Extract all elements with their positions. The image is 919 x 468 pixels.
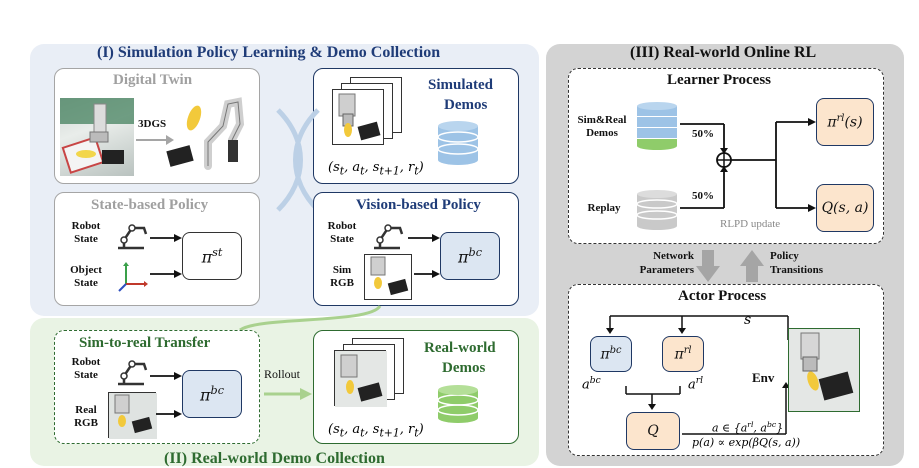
s2r-real-rgb-drawing: [109, 393, 157, 439]
section3-title: (III) Real-world Online RL: [630, 44, 817, 61]
s2r-real-rgb-2: RGB: [74, 417, 98, 429]
s2r-pi-bc-box: πbc: [182, 370, 242, 418]
policy-transitions-arrow: [740, 250, 764, 282]
sim-demo-frame-front: [332, 89, 384, 145]
cross-arrows: [276, 108, 320, 212]
sim-to-real-title: Sim-to-real Transfer: [79, 335, 211, 351]
network-parameters-label-1: Network: [653, 250, 694, 262]
vbp-pi-bc-label: πbc: [458, 245, 482, 267]
network-parameters-label-2: Parameters: [639, 264, 694, 276]
vbp-robot-state-1: Robot: [327, 220, 357, 232]
vision-based-policy-title: Vision-based Policy: [356, 197, 481, 213]
actor-probability: p(a) ∝ exp(βQ(s, a)): [692, 436, 801, 449]
rollout-arrow: [264, 388, 312, 400]
policy-transitions-label-2: Transitions: [770, 264, 823, 276]
replay-label: Replay: [587, 202, 621, 214]
policy-transitions-label-1: Policy: [770, 250, 799, 262]
s2r-real-rgb-1: Real: [75, 404, 97, 416]
actor-env-label: Env: [752, 370, 775, 385]
real-world-demos-database-icon: [437, 385, 479, 423]
3dgs-arrow: [136, 135, 174, 145]
pi-st-label: πst: [201, 245, 223, 267]
network-parameters-arrow: [696, 250, 720, 282]
learner-pi-rl-box: πrl(s): [816, 98, 874, 146]
s2r-robot-state-1: Robot: [71, 356, 101, 368]
section2-title: (II) Real-world Demo Collection: [164, 450, 385, 467]
simulated-demos-title-1: Simulated: [428, 77, 494, 93]
actor-pi-bc-box: πbc: [590, 336, 632, 372]
real-world-demos-tuple: (st, at, st+1, rt): [328, 422, 424, 440]
digital-twin-title: Digital Twin: [113, 72, 193, 88]
s2r-arrows: [150, 372, 182, 418]
actor-q-box: Q: [626, 412, 680, 450]
s2r-real-rgb-image: [108, 392, 157, 439]
actor-q-label: Q: [647, 423, 659, 439]
s2r-robot-state-2: State: [74, 369, 98, 381]
simulated-demos-tuple: (st, at, st+1, rt): [328, 160, 424, 178]
learner-q-label: Q(s, a): [821, 200, 869, 216]
actor-action-set: a ∈ {arl, abc}: [712, 420, 784, 435]
actor-process-title: Actor Process: [678, 288, 767, 304]
real-scene-drawing: [60, 98, 134, 174]
sim-real-demos-label-1: Sim&Real: [577, 114, 627, 126]
3dgs-label: 3DGS: [138, 118, 167, 130]
rlpd-update-label: RLPD update: [720, 218, 781, 230]
real-scene-photo: [60, 98, 134, 176]
sbp-object-state-1: Object: [70, 264, 102, 276]
sim-real-demos-label-2: Demos: [586, 127, 618, 139]
sbp-object-state-2: State: [74, 277, 98, 289]
vbp-pi-bc-box: πbc: [440, 232, 500, 280]
simulated-demos-title-2: Demos: [444, 97, 488, 113]
real-world-demos-title-2: Demos: [442, 360, 486, 376]
state-based-policy-title: State-based Policy: [91, 197, 209, 213]
replay-database-icon: [636, 190, 678, 230]
actor-state-label: s: [744, 312, 752, 328]
actor-env-image: [788, 328, 860, 412]
actor-a-bc-label: abc: [582, 376, 601, 393]
axes-icon: [118, 262, 148, 292]
robot-arm-icon: [118, 224, 148, 250]
vbp-sim-rgb-1: Sim: [332, 264, 352, 276]
s2r-robot-arm-icon: [118, 360, 148, 386]
vbp-sim-rgb-image: [364, 254, 412, 300]
actor-a-rl-label: arl: [688, 376, 704, 393]
learner-process-title: Learner Process: [667, 72, 771, 88]
sim-scene-drawing: [166, 97, 245, 170]
sim-real-demos-database-icon: [637, 102, 677, 150]
actor-flow-lines: [606, 315, 790, 435]
s2r-pi-bc-label: πbc: [200, 383, 224, 405]
real-demo-image: [335, 351, 387, 407]
sbp-arrows: [150, 234, 182, 278]
rollout-label: Rollout: [264, 367, 301, 381]
vbp-robot-state-2: State: [330, 233, 354, 245]
learner-q-box: Q(s, a): [816, 184, 874, 232]
section1-title: (I) Simulation Policy Learning & Demo Co…: [97, 44, 441, 61]
vbp-sim-rgb-2: RGB: [330, 277, 354, 289]
vbp-sim-rgb-drawing: [370, 256, 409, 296]
real-world-demos-title-1: Real-world: [424, 340, 496, 356]
vbp-arrows: [408, 234, 440, 278]
sbp-robot-state-2: State: [74, 233, 98, 245]
actor-pi-bc-label: πbc: [600, 345, 622, 363]
sim-demo-image: [338, 93, 381, 141]
learner-flow-lines: [680, 118, 816, 212]
ratio-top-label: 50%: [692, 128, 714, 140]
sbp-robot-state-1: Robot: [71, 220, 101, 232]
real-demo-frame-front: [334, 350, 387, 407]
vbp-robot-arm-icon: [374, 224, 404, 250]
ratio-bottom-label: 50%: [692, 190, 714, 202]
learner-pi-rl-label: πrl(s): [827, 113, 863, 131]
pi-st-box: πst: [182, 232, 242, 280]
transfer-connector: [239, 304, 382, 332]
actor-pi-rl-box: πrl: [662, 336, 704, 372]
actor-env-drawing: [789, 329, 859, 411]
simulated-demos-database-icon: [437, 121, 479, 165]
actor-pi-rl-label: πrl: [674, 345, 692, 363]
